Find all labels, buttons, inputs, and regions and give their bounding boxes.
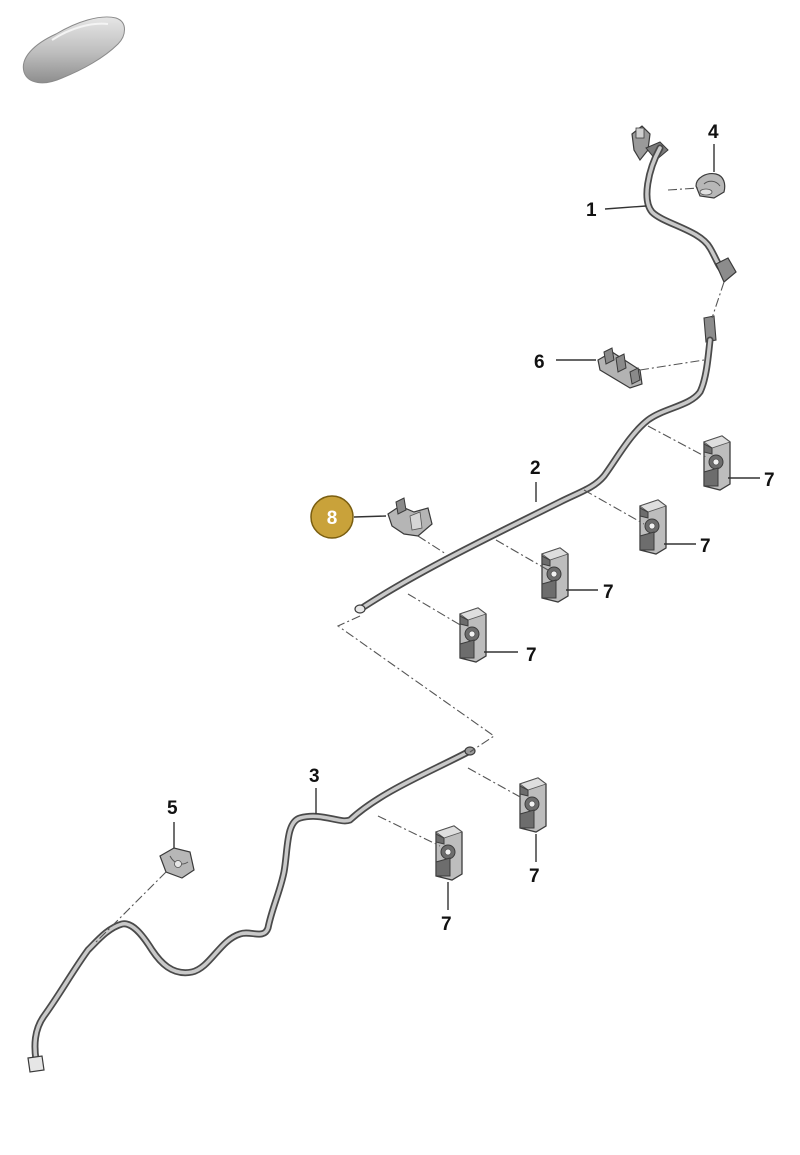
connector-top-icon (631, 125, 669, 162)
callout-part-5[interactable]: 5 (167, 798, 178, 819)
assembly-lines (95, 187, 725, 943)
clip-part-7-d (459, 607, 487, 663)
callout-part-7-b[interactable]: 7 (700, 536, 711, 557)
pipe-part-1 (631, 125, 737, 283)
callout-part-7-d[interactable]: 7 (526, 645, 537, 666)
clip-part-7-f (435, 825, 463, 881)
clip-part-7-a (703, 435, 731, 491)
callout-part-7-a[interactable]: 7 (764, 470, 775, 491)
pipe-part-3 (27, 746, 476, 1073)
bracket-part-8 (387, 497, 433, 537)
bracket-part-6 (597, 347, 643, 389)
callout-part-8-badge[interactable]: 8 (310, 495, 354, 539)
callout-part-6[interactable]: 6 (534, 352, 545, 373)
callout-part-3[interactable]: 3 (309, 766, 320, 787)
callout-part-7-c[interactable]: 7 (603, 582, 614, 603)
callout-part-4[interactable]: 4 (708, 122, 719, 143)
pipe-part-2 (354, 315, 717, 614)
callouts: 1 4 6 2 3 5 7 7 7 7 7 7 8 (167, 122, 775, 935)
clip-part-7-b (639, 499, 667, 555)
callout-part-8: 8 (327, 508, 338, 529)
callout-part-7-f[interactable]: 7 (441, 914, 452, 935)
callout-part-2[interactable]: 2 (530, 458, 541, 479)
clip-part-7-e (519, 777, 547, 833)
callout-part-1[interactable]: 1 (586, 200, 597, 221)
clip-part-7-c (541, 547, 569, 603)
clip-part-4 (695, 173, 726, 199)
car-silhouette-icon (22, 16, 125, 84)
callout-part-7-e[interactable]: 7 (529, 866, 540, 887)
leader-lines (173, 144, 760, 910)
